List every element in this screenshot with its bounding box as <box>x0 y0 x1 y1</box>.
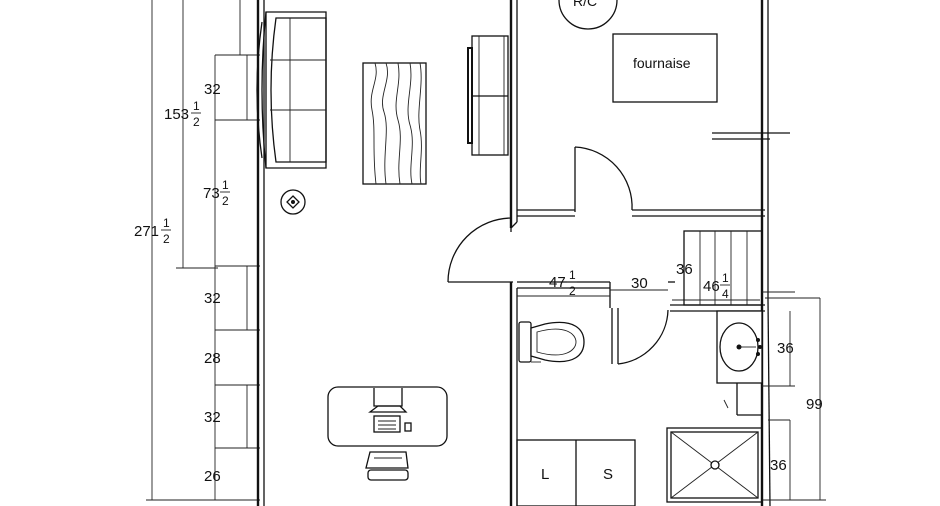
dim-73-den: 2 <box>222 194 229 208</box>
dim-32-mid: 32 <box>204 290 221 307</box>
furnace <box>612 33 718 103</box>
dim-32-top: 32 <box>204 81 221 98</box>
dim-73-num: 1 <box>222 178 229 192</box>
dim-153-whole: 153 <box>164 106 189 123</box>
furnace-room: R/C fournaise <box>558 0 718 212</box>
dim-271-half: 271 1 2 <box>134 216 171 246</box>
left-dimension-lines <box>146 0 260 501</box>
stairs <box>683 230 820 306</box>
dim-99: 99 <box>806 396 823 413</box>
dim-36-shower: 36 <box>770 457 787 474</box>
dim-153-num: 1 <box>193 99 200 113</box>
laundry <box>516 439 636 506</box>
dim-26: 26 <box>204 468 221 485</box>
desk <box>327 386 448 481</box>
shower <box>666 427 763 503</box>
dim-271-whole: 271 <box>134 223 159 240</box>
furnace-label: fournaise <box>633 55 691 71</box>
dim-36-sink: 36 <box>777 340 794 357</box>
living-door <box>447 217 513 283</box>
dim-153-den: 2 <box>193 115 200 129</box>
right-dimension-lines <box>762 298 826 501</box>
dim-46-quarter: 46 1 4 <box>703 271 730 301</box>
dim-47-whole: 47 <box>549 274 566 291</box>
dim-32-low: 32 <box>204 409 221 426</box>
dim-271-num: 1 <box>163 216 170 230</box>
dim-73-half: 73 1 2 <box>203 178 230 208</box>
sofa <box>256 11 327 169</box>
bathroom-door <box>611 308 669 365</box>
dim-73-whole: 73 <box>203 185 220 202</box>
wall-jog <box>723 383 762 416</box>
dim-46-whole: 46 <box>703 278 720 295</box>
dim-46-den: 4 <box>722 287 729 301</box>
dim-28: 28 <box>204 350 221 367</box>
dim-153-half: 153 1 2 <box>164 99 201 129</box>
coffee-table <box>362 62 427 185</box>
dim-271-den: 2 <box>163 232 170 246</box>
dim-47-den: 2 <box>569 284 576 298</box>
dim-46-num: 1 <box>722 271 729 285</box>
sink <box>716 310 763 384</box>
dryer-label: S <box>603 466 613 483</box>
dim-47-num: 1 <box>569 268 576 282</box>
rc-label: R/C <box>573 0 597 9</box>
washer-label: L <box>541 466 549 483</box>
toilet <box>518 321 585 363</box>
tv-unit <box>467 35 509 156</box>
floor-drain <box>280 189 306 215</box>
dim-47-half: 47 1 2 <box>549 268 577 298</box>
dim-30: 30 <box>631 275 648 292</box>
